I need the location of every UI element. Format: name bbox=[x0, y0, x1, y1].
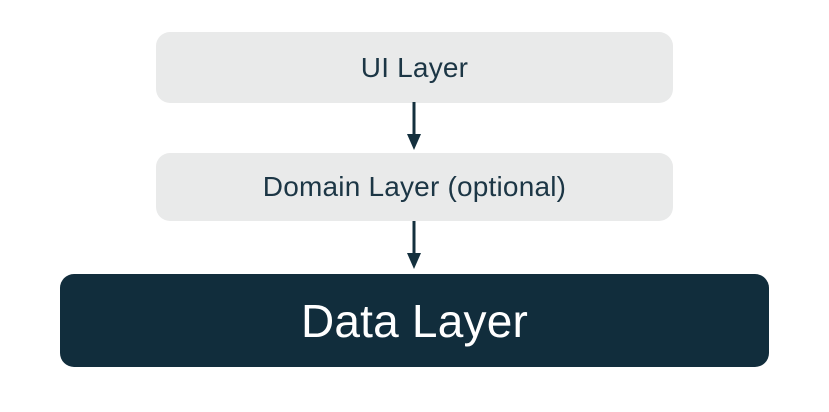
node-data-layer-label: Data Layer bbox=[300, 294, 528, 347]
node-ui-layer-label: UI Layer bbox=[360, 51, 469, 83]
down-arrow-icon bbox=[406, 221, 422, 269]
node-data-layer: Data Layer bbox=[60, 274, 769, 367]
node-domain-layer-label: Domain Layer (optional) bbox=[262, 171, 567, 202]
down-arrow-icon bbox=[406, 102, 422, 150]
node-ui-layer: UI Layer bbox=[156, 32, 673, 103]
node-domain-layer: Domain Layer (optional) bbox=[156, 153, 673, 221]
